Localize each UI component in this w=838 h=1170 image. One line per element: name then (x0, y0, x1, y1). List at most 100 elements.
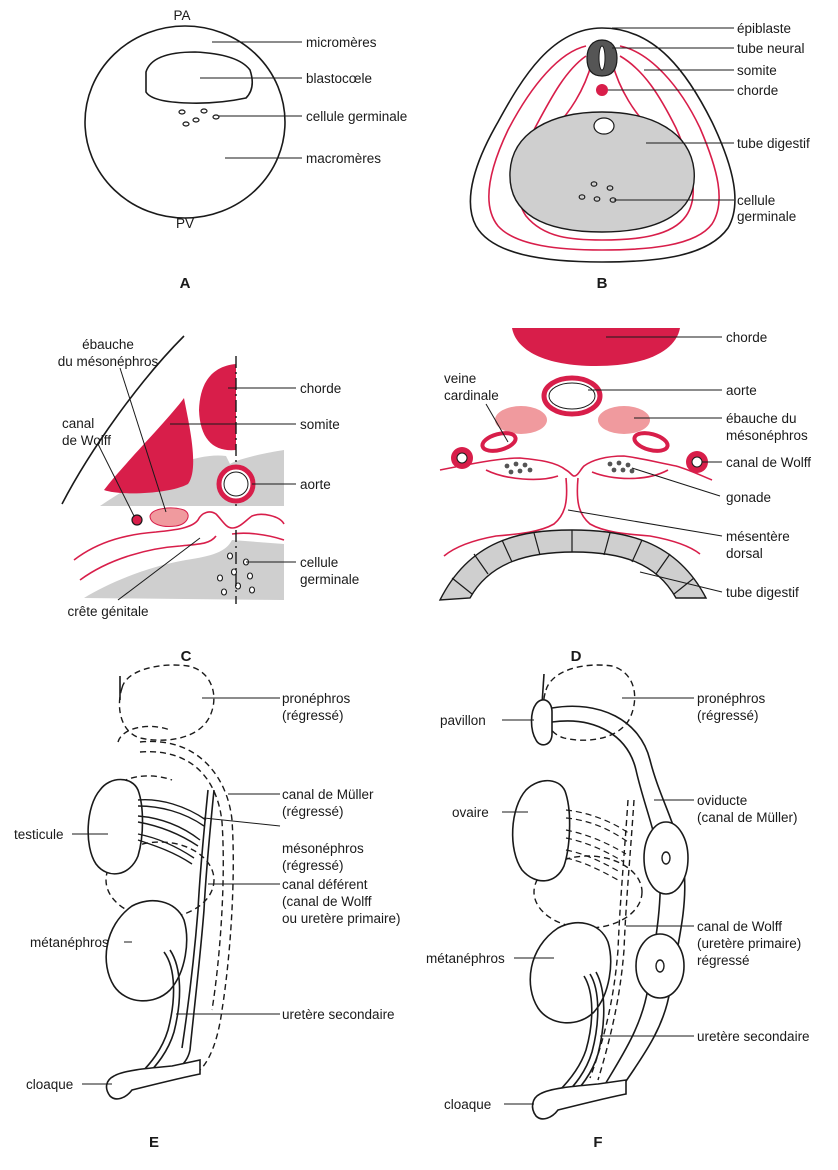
label-germ-cell-b1: cellule (737, 193, 775, 208)
panel-letter-c: C (181, 648, 192, 665)
label-genital-ridge: crête génitale (67, 604, 148, 619)
label-micromeres: micromères (306, 35, 377, 50)
label-somite-c: somite (300, 417, 340, 432)
label-wolff-d: canal de Wolff (726, 455, 811, 470)
label-wolff-f1: canal de Wolff (697, 919, 782, 934)
panel-c: ébauche du mésonéphros chorde somite can… (58, 336, 360, 665)
label-vas-e3: ou uretère primaire) (282, 911, 401, 926)
label-notochord-d: chorde (726, 330, 767, 345)
wolff-duct-d-right-in (692, 457, 702, 467)
label-meso-c2: du mésonéphros (58, 354, 159, 369)
label-germ-c2: germinale (300, 572, 359, 587)
label-blastocoel: blastocœle (306, 71, 372, 86)
gut-lumen (594, 118, 614, 134)
somite-c (104, 398, 193, 493)
label-pro-e2: (régressé) (282, 708, 344, 723)
label-germ-cell-a: cellule germinale (306, 109, 407, 124)
label-macromeres: macromères (306, 151, 381, 166)
notochord-b (596, 84, 608, 96)
cardinal-vein-left (481, 430, 518, 454)
panel-letter-b: B (597, 275, 608, 292)
label-aorta-c: aorte (300, 477, 331, 492)
ovary (513, 781, 570, 881)
label-vein-d1: veine (444, 371, 476, 386)
metanephros-f (530, 923, 610, 1023)
label-gonad: gonade (726, 490, 771, 505)
label-epiblast: épiblaste (737, 21, 791, 36)
label-muller-e1: canal de Müller (282, 787, 374, 802)
oviduct-lumen-2 (656, 960, 664, 972)
gut-c-wall (232, 533, 284, 540)
label-ureter-f: uretère secondaire (697, 1029, 810, 1044)
germ-cells-a (179, 109, 219, 126)
label-notochord-b: chorde (737, 83, 778, 98)
wolff-duct-d-left-in (457, 453, 467, 463)
gut-d (440, 530, 706, 600)
metanephros-e (106, 901, 186, 1001)
label-metanephros-e: métanéphros (30, 935, 109, 950)
label-meso-d2: mésonéphros (726, 428, 808, 443)
label-wolff-c1: canal (62, 416, 94, 431)
label-gut-d: tube digestif (726, 585, 799, 600)
oviduct-lumen-1 (662, 852, 670, 864)
label-meso-c1: ébauche (82, 337, 134, 352)
efferent-tubules-e (138, 800, 206, 864)
label-neural-tube: tube neural (737, 41, 805, 56)
mesonephros-c (150, 508, 188, 527)
neural-canal (599, 46, 605, 70)
oviduct-inner (552, 721, 660, 1086)
label-meso-e2: (régressé) (282, 858, 344, 873)
label-pro-f2: (régressé) (697, 708, 759, 723)
label-germ-cell-b2: germinale (737, 209, 796, 224)
notochord-d (512, 328, 680, 366)
label-pro-e1: pronéphros (282, 691, 351, 706)
mesonephros-d-right (598, 406, 650, 434)
panel-letter-e: E (149, 1134, 159, 1151)
panel-f: pronéphros (régressé) pavillon ovaire ov… (426, 665, 810, 1151)
regressed-tubules-f (566, 810, 630, 880)
label-wolff-f2: (uretère primaire) (697, 936, 801, 951)
notochord-c (199, 364, 236, 450)
panel-letter-d: D (571, 648, 582, 665)
cloaca-e (107, 1060, 200, 1099)
label-ureter-e: uretère secondaire (282, 1007, 395, 1022)
oviduct-outer (552, 706, 685, 1090)
label-vas-e1: canal déférent (282, 877, 368, 892)
panel-b: épiblaste tube neural somite chorde tube… (470, 21, 810, 292)
cardinal-vein-right (633, 430, 670, 454)
label-mesentery-d2: dorsal (726, 546, 763, 561)
cloaca-f (533, 1080, 626, 1119)
pv-label: PV (176, 216, 194, 231)
label-meso-e1: mésonéphros (282, 841, 364, 856)
pavilion (532, 700, 553, 745)
panel-e: pronéphros (régressé) canal de Müller (r… (14, 665, 401, 1151)
label-aorta-d: aorte (726, 383, 757, 398)
label-muller-e2: (régressé) (282, 804, 344, 819)
label-vein-d2: cardinale (444, 388, 499, 403)
coelom-lining-d (440, 456, 712, 480)
testis (88, 780, 142, 874)
label-notochord-c: chorde (300, 381, 341, 396)
mesonephros-d-left (495, 406, 547, 434)
pa-label: PA (173, 8, 190, 23)
label-pro-f1: pronéphros (697, 691, 766, 706)
panel-letter-a: A (180, 275, 191, 292)
label-somite-b: somite (737, 63, 777, 78)
label-wolff-f3: régressé (697, 953, 750, 968)
label-metanephros-f: métanéphros (426, 951, 505, 966)
label-cloaca-f: cloaque (444, 1097, 491, 1112)
label-oviduct-2: (canal de Müller) (697, 810, 798, 825)
panel-d: chorde aorte veine cardinale ébauche du … (440, 328, 811, 665)
panel-a: PA PV micromères blastocœle cellule germ… (85, 8, 407, 292)
label-wolff-c2: de Wolff (62, 433, 111, 448)
label-meso-d1: ébauche du (726, 411, 797, 426)
label-cloaca-e: cloaque (26, 1077, 73, 1092)
label-oviduct-1: oviducte (697, 793, 747, 808)
label-germ-c1: cellule (300, 555, 338, 570)
label-gut-b: tube digestif (737, 136, 810, 151)
label-mesentery-d1: mésentère (726, 529, 790, 544)
panel-letter-f: F (593, 1134, 602, 1151)
label-ovary: ovaire (452, 805, 489, 820)
label-pavilion: pavillon (440, 713, 486, 728)
